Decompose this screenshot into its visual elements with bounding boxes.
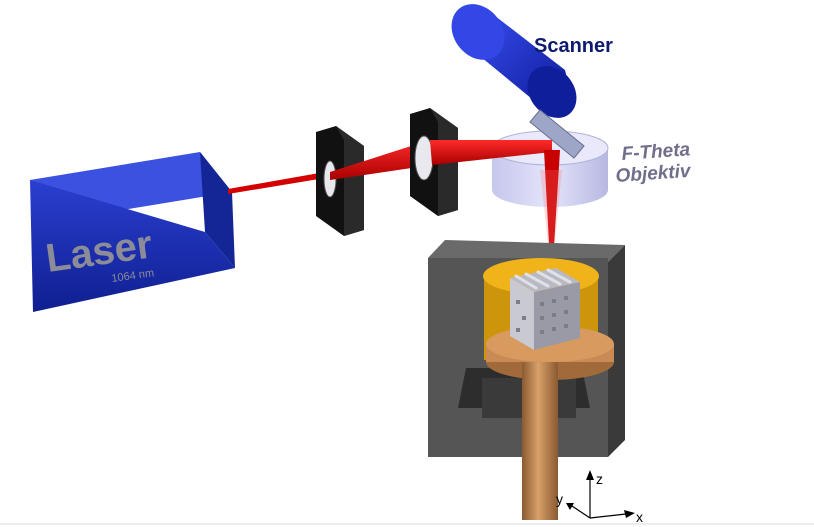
laser-beam-thin [228,172,325,194]
laser-beam-to-mirror [430,140,552,165]
coordinate-axes [566,470,635,519]
lattice-part [510,268,580,350]
scanner-mirror [529,109,585,159]
f-theta-label-line2: Objektiv [615,161,693,187]
laser-beam-focused [544,150,560,262]
axis-z-label: z [596,471,603,487]
f-theta-label-line1: F-Theta [621,139,691,165]
laser-beam-expanding [330,140,432,180]
wavelength-label: 1064 nm [111,267,155,285]
beam-expander-mount-1 [316,126,364,236]
scanner-label: Scanner [534,35,613,57]
laser-source: Laser 1064 nm [30,152,235,312]
axis-y-label: y [556,491,563,507]
axis-x-label: x [636,509,643,525]
piston-rod [522,362,558,520]
scanner-unit [451,4,585,159]
